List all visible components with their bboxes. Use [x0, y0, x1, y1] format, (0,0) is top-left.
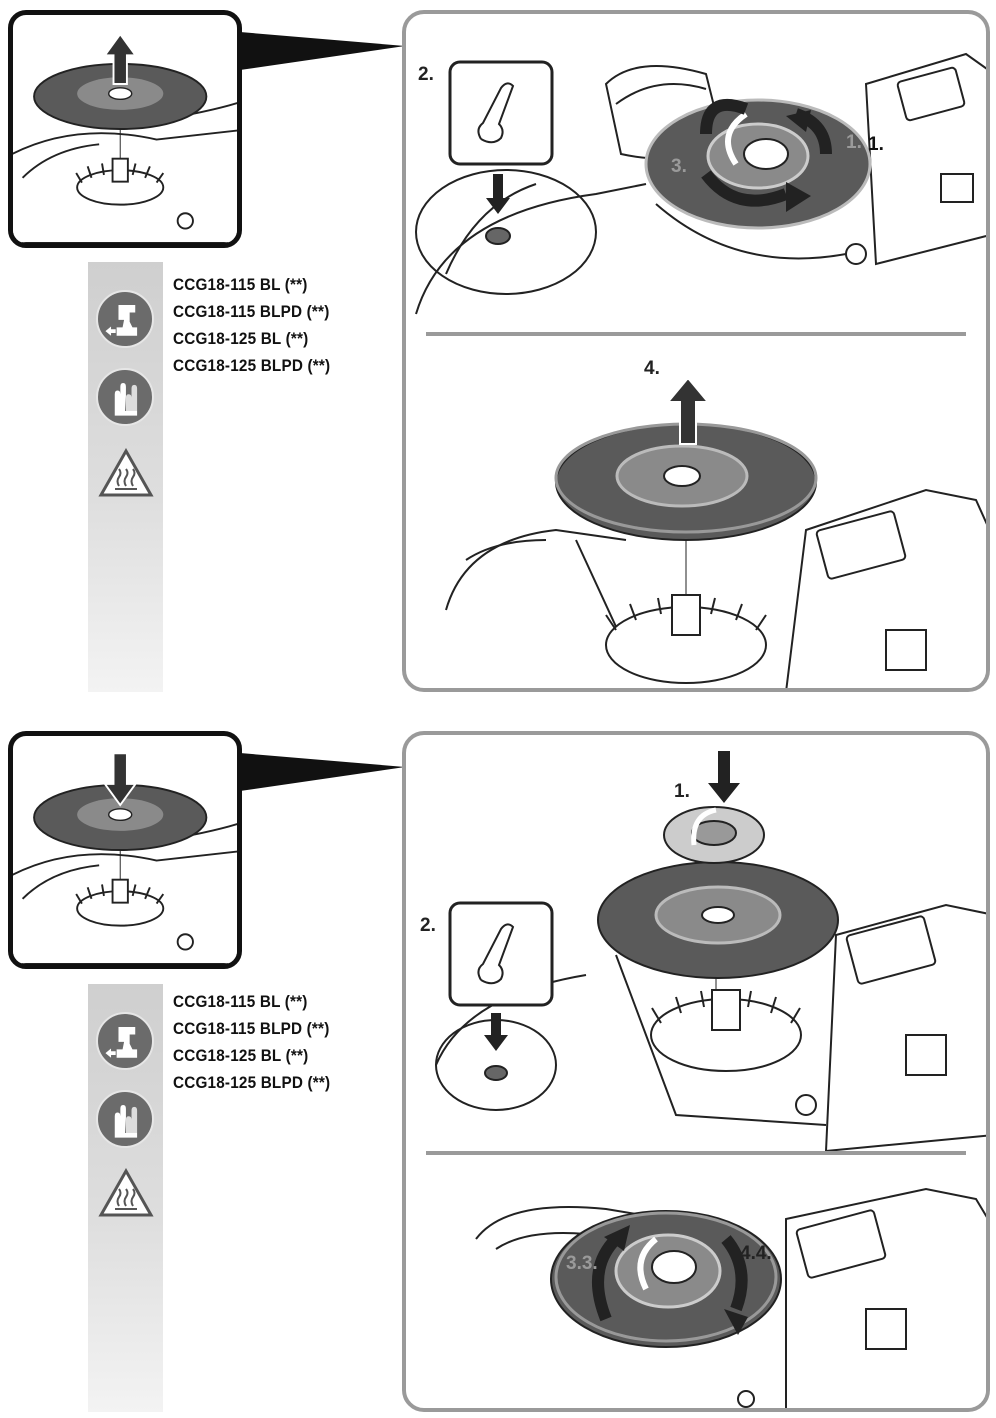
- gloves-icon: [96, 368, 154, 426]
- flange-tighten-rotate-illustration: [475, 1187, 986, 1408]
- model-item: CCG18-125 BL (**): [173, 329, 309, 348]
- model-item: CCG18-125 BLPD (**): [173, 1073, 331, 1092]
- thumbnail-disc-lower-illustration: [13, 752, 237, 964]
- thumbnail-remove-disc: [8, 10, 242, 248]
- model-item: CCG18-115 BLPD (**): [173, 302, 330, 321]
- callout-pointer: [240, 753, 405, 791]
- model-item: CCG18-125 BL (**): [173, 1046, 309, 1065]
- remove-battery-icon: [96, 1012, 154, 1070]
- thumbnail-disc-lift-illustration: [13, 32, 237, 243]
- model-list: CCG18-115 BL (**) CCG18-115 BLPD (**) CC…: [173, 988, 348, 1096]
- gloves-icon: [96, 1090, 154, 1148]
- hot-surface-warning-icon: [98, 1168, 154, 1218]
- instruction-panel-remove: 2. 1. 1. 3. 4.: [402, 10, 990, 692]
- step-label-rotate-b: 1.: [846, 132, 862, 153]
- step-label-lift: 4.: [644, 358, 660, 379]
- disc-lift-off-illustration: [445, 376, 986, 688]
- panel-divider: [426, 332, 966, 336]
- step-label-rotate-a: 1.: [868, 134, 884, 155]
- step-label-flange: 1.: [674, 781, 690, 802]
- spindle-lock-rotate-illustration: [415, 52, 986, 315]
- model-list: CCG18-115 BL (**) CCG18-115 BLPD (**) CC…: [173, 271, 348, 379]
- model-item: CCG18-115 BLPD (**): [173, 1019, 330, 1038]
- hot-surface-warning-icon: [98, 448, 154, 498]
- model-item: CCG18-125 BLPD (**): [173, 356, 331, 375]
- step-label-rotate-c: 3.: [671, 156, 687, 177]
- callout-pointer: [240, 32, 405, 70]
- step-label-press: 2.: [420, 915, 436, 936]
- disc-and-flange-install-illustration: [435, 751, 986, 1151]
- step-label-press: 2.: [418, 64, 434, 85]
- model-item: CCG18-115 BL (**): [173, 275, 308, 294]
- panel-divider: [426, 1151, 966, 1155]
- step-label-rotate-b: 4.4.: [740, 1243, 772, 1264]
- remove-battery-icon: [96, 290, 154, 348]
- instruction-panel-install: 1. 2. 3.3. 4.4.: [402, 731, 990, 1412]
- thumbnail-install-disc: [8, 731, 242, 969]
- step-label-rotate-a: 3.3.: [566, 1253, 598, 1274]
- model-item: CCG18-115 BL (**): [173, 992, 308, 1011]
